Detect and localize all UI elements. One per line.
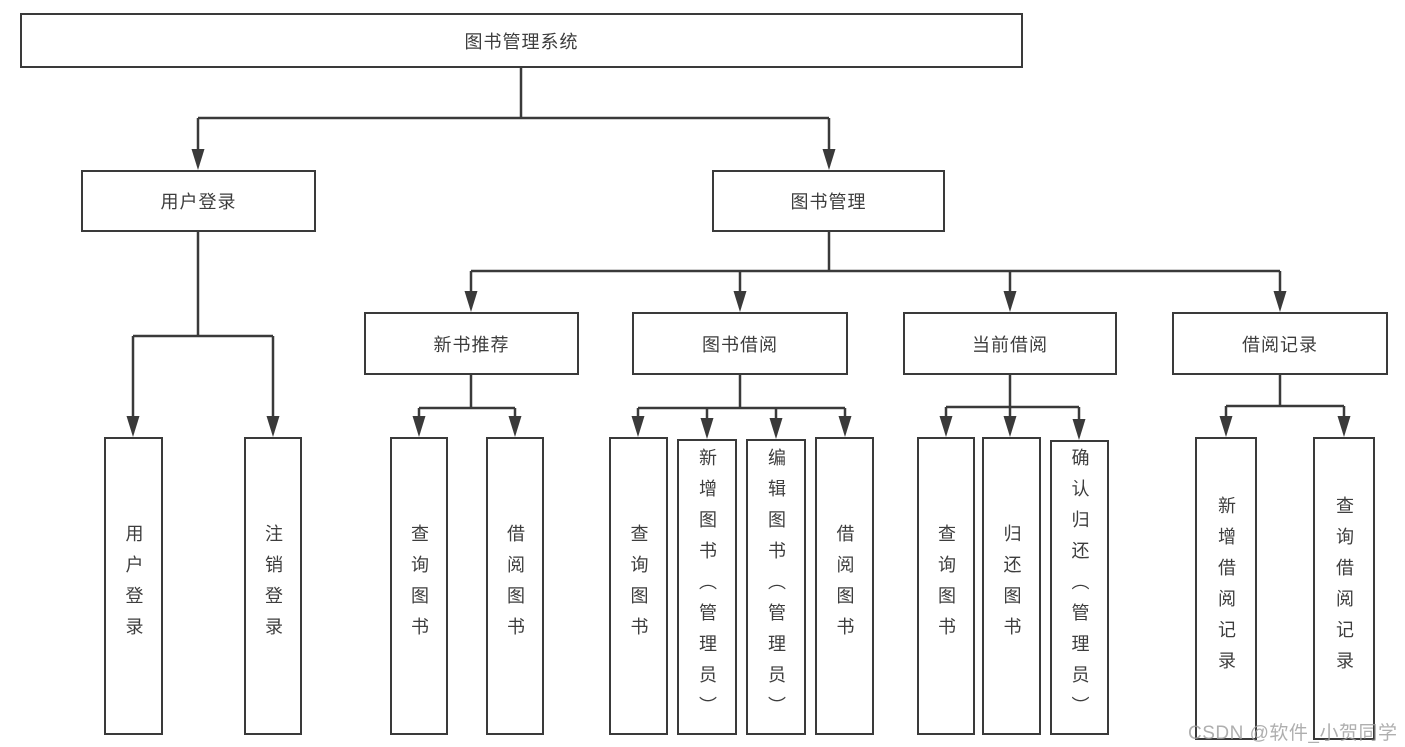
leaf-record-add: 新增借阅记录 [1195,437,1257,740]
node-book-borrow: 图书借阅 [632,312,848,375]
leaf-newbook-borrow: 借阅图书 [486,437,544,735]
csdn-watermark: CSDN @软件_小贺同学 [1188,723,1398,744]
node-book-management: 图书管理 [712,170,945,232]
leaf-borrow-add-book-label: 新增图书（管理员） [697,447,717,727]
leaf-current-query: 查询图书 [917,437,975,735]
leaf-record-add-label: 新增借阅记录 [1216,495,1236,682]
leaf-record-query-label: 查询借阅记录 [1334,495,1354,682]
node-user-login: 用户登录 [81,170,316,232]
node-book-borrow-label: 图书借阅 [702,334,778,355]
leaf-confirm-return: 确认归还（管理员） [1050,440,1109,735]
node-borrow-record-label: 借阅记录 [1242,334,1318,355]
leaf-logout: 注销登录 [244,437,302,735]
node-user-login-label: 用户登录 [160,192,237,212]
leaf-current-query-label: 查询图书 [936,524,956,648]
node-new-book-recommend-label: 新书推荐 [433,334,510,355]
leaf-borrow-query-label: 查询图书 [628,524,649,648]
node-root: 图书管理系统 [20,13,1023,68]
leaf-borrow-book-label: 借阅图书 [834,524,855,648]
leaf-confirm-return-label: 确认归还（管理员） [1069,448,1090,727]
node-current-borrow-label: 当前借阅 [972,334,1048,355]
leaf-return-book: 归还图书 [982,437,1041,735]
node-current-borrow: 当前借阅 [903,312,1117,375]
node-book-management-label: 图书管理 [790,192,867,212]
leaf-newbook-borrow-label: 借阅图书 [505,524,525,648]
leaf-borrow-query: 查询图书 [609,437,668,735]
leaf-user-login-label: 用户登录 [123,524,144,648]
leaf-borrow-edit-book: 编辑图书（管理员） [746,439,806,735]
leaf-return-book-label: 归还图书 [1001,524,1022,648]
leaf-user-login: 用户登录 [104,437,163,735]
node-root-label: 图书管理系统 [464,31,579,52]
leaf-borrow-edit-book-label: 编辑图书（管理员） [766,447,786,727]
leaf-borrow-book: 借阅图书 [815,437,874,735]
node-borrow-record: 借阅记录 [1172,312,1388,375]
leaf-record-query: 查询借阅记录 [1313,437,1375,740]
node-new-book-recommend: 新书推荐 [364,312,579,375]
leaf-logout-label: 注销登录 [263,524,283,648]
leaf-newbook-query: 查询图书 [390,437,448,735]
connector-edges [131,68,1346,419]
leaf-borrow-add-book: 新增图书（管理员） [677,439,737,735]
arrowheads [126,149,1351,440]
leaf-newbook-query-label: 查询图书 [409,524,429,648]
